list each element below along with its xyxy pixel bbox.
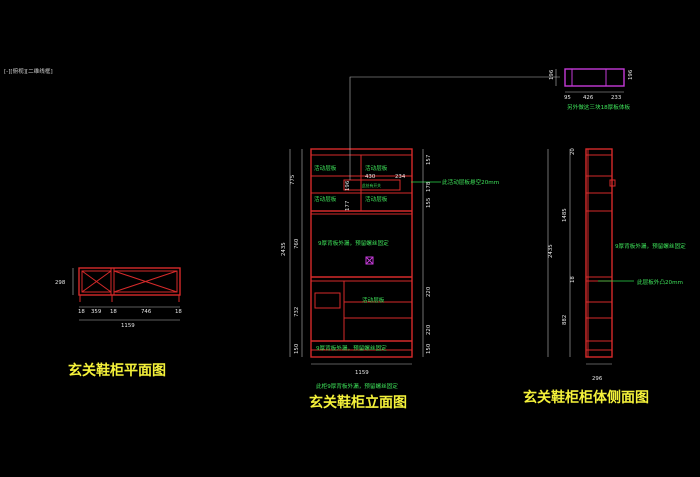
side-note: 此层板外凸20mm: [637, 278, 683, 286]
plan-view: 298 18 359 18 746 18 1159 玄关鞋柜平面图: [55, 267, 182, 379]
side-dim-1485: 1485: [562, 208, 568, 222]
plan-right-cross-b: [113, 270, 178, 293]
elev-bottom-dim: 1159: [355, 370, 369, 376]
detail-leader: [349, 76, 560, 180]
detail-note: 另外做这三块18厚板体板: [567, 103, 630, 111]
plan-seg-3: 18: [110, 309, 117, 315]
elev-left-dim-760: 760: [294, 238, 300, 249]
plan-total-dim: 1159: [121, 323, 135, 329]
switch-icon: [365, 256, 374, 265]
plan-seg-5: 18: [175, 309, 182, 315]
elev-right-dim-155: 155: [426, 198, 432, 208]
detail-outline: [564, 68, 625, 87]
elev-right-dim-157: 157: [426, 155, 432, 165]
elev-inner-dim-196: 196: [345, 180, 351, 191]
plan-seg-4: 746: [141, 309, 152, 315]
side-dim-2435: 2435: [548, 244, 554, 258]
elev-lower-left-box: [314, 292, 341, 309]
elevation-title: 玄关鞋柜立面图: [309, 394, 407, 411]
detail-seg-95: 95: [564, 95, 571, 101]
side-back-panel-note: 9厚背板外漏，预留螺丝固定: [615, 242, 686, 250]
elev-left-dim-732: 732: [294, 307, 300, 317]
plan-left-cross-b: [81, 270, 112, 293]
detail-seg-426: 426: [583, 95, 594, 101]
side-dim-882: 882: [562, 315, 568, 325]
elev-right-dim-150: 150: [426, 343, 432, 354]
elev-left-dim-150: 150: [294, 343, 300, 354]
plan-height-dim: 298: [55, 280, 66, 286]
elev-right-dim-178: 178: [426, 181, 432, 192]
elev-note-bottom: 此柜9厚背板外漏，预留螺丝固定: [316, 382, 398, 390]
plan-seg-2: 359: [91, 309, 102, 315]
side-outline: [585, 148, 613, 358]
elev-left-dim-2435: 2435: [281, 242, 287, 256]
side-bottom-dim: 296: [592, 376, 603, 382]
elev-inner-dim-234: 234: [395, 174, 406, 180]
switch-icon-line-b: [365, 256, 374, 265]
plan-outline: [78, 267, 181, 296]
elev-shelf-gap-note: 此活动层板悬空20mm: [442, 178, 499, 186]
plan-seg-1: 18: [78, 309, 85, 315]
side-view: 20 1485 2435 18 882 此层板外凸20mm 9厚背板外漏，预留螺…: [523, 148, 686, 406]
detail-right-dim: 196: [628, 69, 634, 80]
elevation-view: 活动层板 活动层板 活动层板 活动层板 9厚背板外漏，预留螺丝固定 活动层板 9…: [281, 76, 560, 411]
elev-label-shelf-tl: 活动层板: [314, 164, 337, 172]
detail-view: 196 196 95 426 233 另外做这三块18厚板体板: [549, 68, 634, 111]
elev-right-dim-220b: 220: [426, 324, 432, 335]
elev-inner-box: [343, 179, 401, 191]
elev-label-shelf-lower: 活动层板: [362, 296, 385, 304]
elev-inner-dim-430: 430: [365, 174, 376, 180]
elev-outline: [310, 148, 413, 358]
detail-height-dim: 196: [549, 69, 555, 80]
elev-label-back-panel-2: 9厚背板外漏，预留螺丝固定: [316, 344, 387, 352]
side-dim-18: 18: [570, 276, 576, 283]
elev-small-note: 此处有开关: [362, 183, 381, 188]
elev-right-dim-220a: 220: [426, 286, 432, 297]
elev-label-back-panel-1: 9厚背板外漏，预留螺丝固定: [318, 239, 389, 247]
view-tag: [-][俯视][二维线框]: [4, 67, 53, 75]
side-protruding-shelf: [609, 179, 616, 187]
side-dim-20: 20: [570, 148, 576, 155]
elev-label-shelf-mr: 活动层板: [365, 195, 388, 203]
plan-title: 玄关鞋柜平面图: [68, 362, 166, 379]
elev-inner-dim-177: 177: [345, 201, 351, 211]
elev-left-dim-775: 775: [290, 175, 296, 185]
elev-label-shelf-ml: 活动层板: [314, 195, 337, 203]
elev-label-shelf-tr: 活动层板: [365, 164, 388, 172]
side-title: 玄关鞋柜柜体侧面图: [523, 389, 649, 406]
detail-seg-233: 233: [611, 95, 621, 101]
